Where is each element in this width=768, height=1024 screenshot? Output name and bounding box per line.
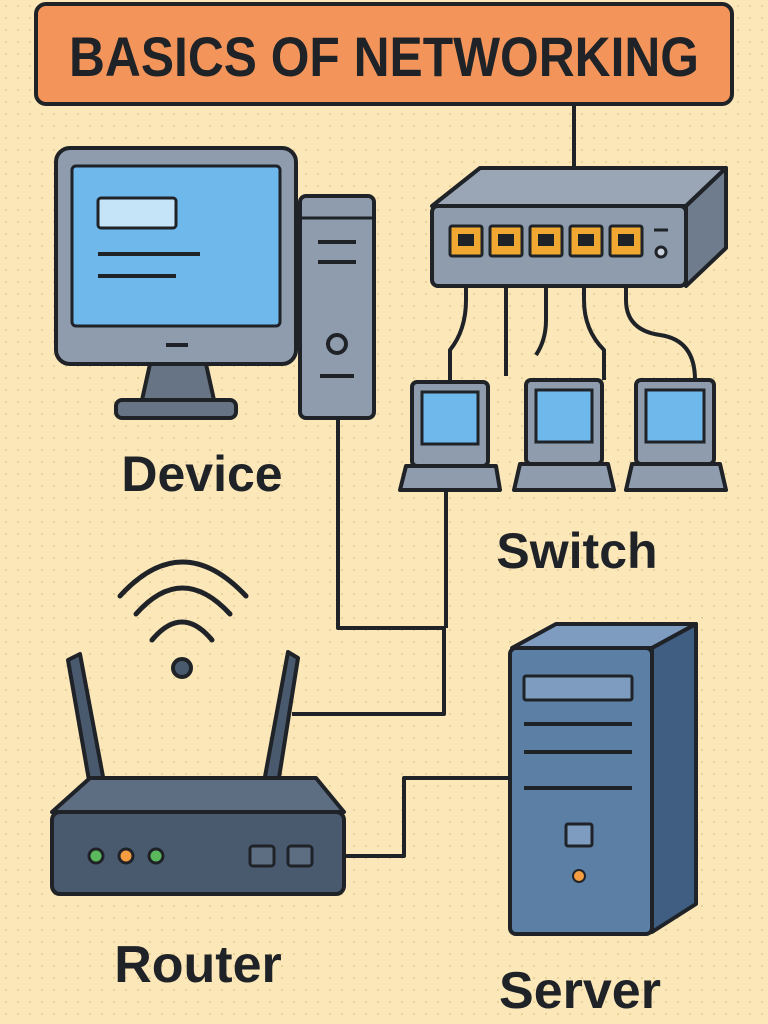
router-cable bbox=[292, 628, 444, 714]
title-banner: BASICS OF NETWORKING bbox=[36, 4, 732, 104]
device-label: Device bbox=[121, 446, 282, 502]
page-title: BASICS OF NETWORKING bbox=[69, 25, 699, 88]
router-led-green bbox=[89, 849, 103, 863]
router-to-server-cable bbox=[344, 778, 512, 856]
laptop-icon bbox=[514, 380, 614, 490]
server-label: Server bbox=[499, 962, 661, 1020]
wifi-router-icon bbox=[52, 652, 344, 894]
desktop-monitor-icon bbox=[56, 148, 296, 418]
switch-ports bbox=[450, 226, 642, 256]
router-label: Router bbox=[114, 936, 282, 994]
server-tower-icon bbox=[510, 624, 696, 934]
router-led-orange bbox=[119, 849, 133, 863]
pc-tower-icon bbox=[300, 196, 374, 418]
switch-label: Switch bbox=[496, 523, 657, 579]
router-led-green bbox=[149, 849, 163, 863]
network-switch-icon bbox=[432, 168, 726, 286]
router-port bbox=[288, 846, 312, 866]
laptop-icon bbox=[400, 382, 500, 490]
wifi-signal-icon bbox=[120, 562, 246, 677]
router-port bbox=[250, 846, 274, 866]
laptop-icon bbox=[626, 380, 726, 490]
